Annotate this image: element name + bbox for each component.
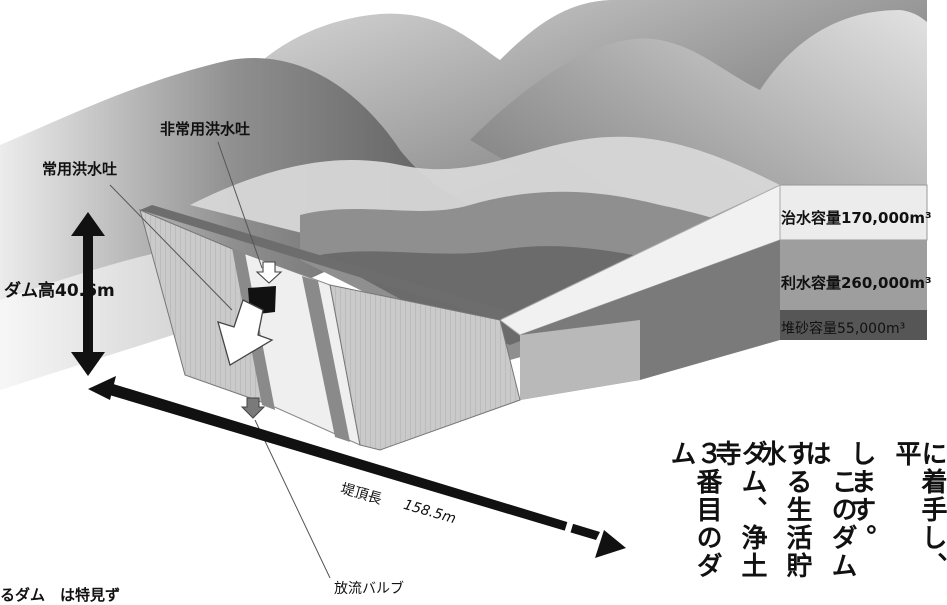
- vertical-text-col3: このダムは: [801, 440, 857, 580]
- discharge-valve-label: 放流バルブ: [334, 581, 404, 597]
- crest-length-arrow: [88, 376, 626, 558]
- dam-height-arrow: [71, 212, 105, 376]
- flood-capacity-label: 治水容量170,000m³: [781, 209, 932, 227]
- emergency-leader: [217, 141, 263, 269]
- emergency-spillway-arrow: [255, 261, 283, 284]
- service-leader: [109, 184, 233, 311]
- bottom-partial-text: るダム は特見ず: [0, 586, 121, 604]
- sediment-capacity-label: 堆砂容量55,000m³: [781, 321, 906, 337]
- valve-leader: [254, 419, 331, 579]
- vertical-text-col6: ３番目のダム: [666, 440, 722, 580]
- emergency-spillway-label: 非常用洪水吐: [160, 120, 251, 138]
- water-use-capacity-label: 利水容量260,000m³: [781, 274, 932, 292]
- sediment-band: [780, 310, 927, 340]
- dam-illustration: [0, 0, 928, 579]
- service-spillway-arrow: [217, 299, 274, 366]
- right-pier: [302, 276, 350, 442]
- vertical-text-col4: する生活貯水: [756, 440, 812, 580]
- vertical-text-col2: します。: [846, 440, 876, 552]
- service-spillway-label: 常用洪水吐: [42, 160, 118, 178]
- dam-right-face: [329, 284, 521, 451]
- discharge-valve-arrow: [240, 397, 266, 419]
- dam-height-label: ダム高40.6m: [4, 281, 115, 301]
- dam-crest-edge: [140, 205, 510, 320]
- water-band: [780, 240, 927, 310]
- vertical-text-col1: に着手し、平: [891, 440, 947, 580]
- vertical-text-col5: ダム、浄土寺: [711, 440, 767, 580]
